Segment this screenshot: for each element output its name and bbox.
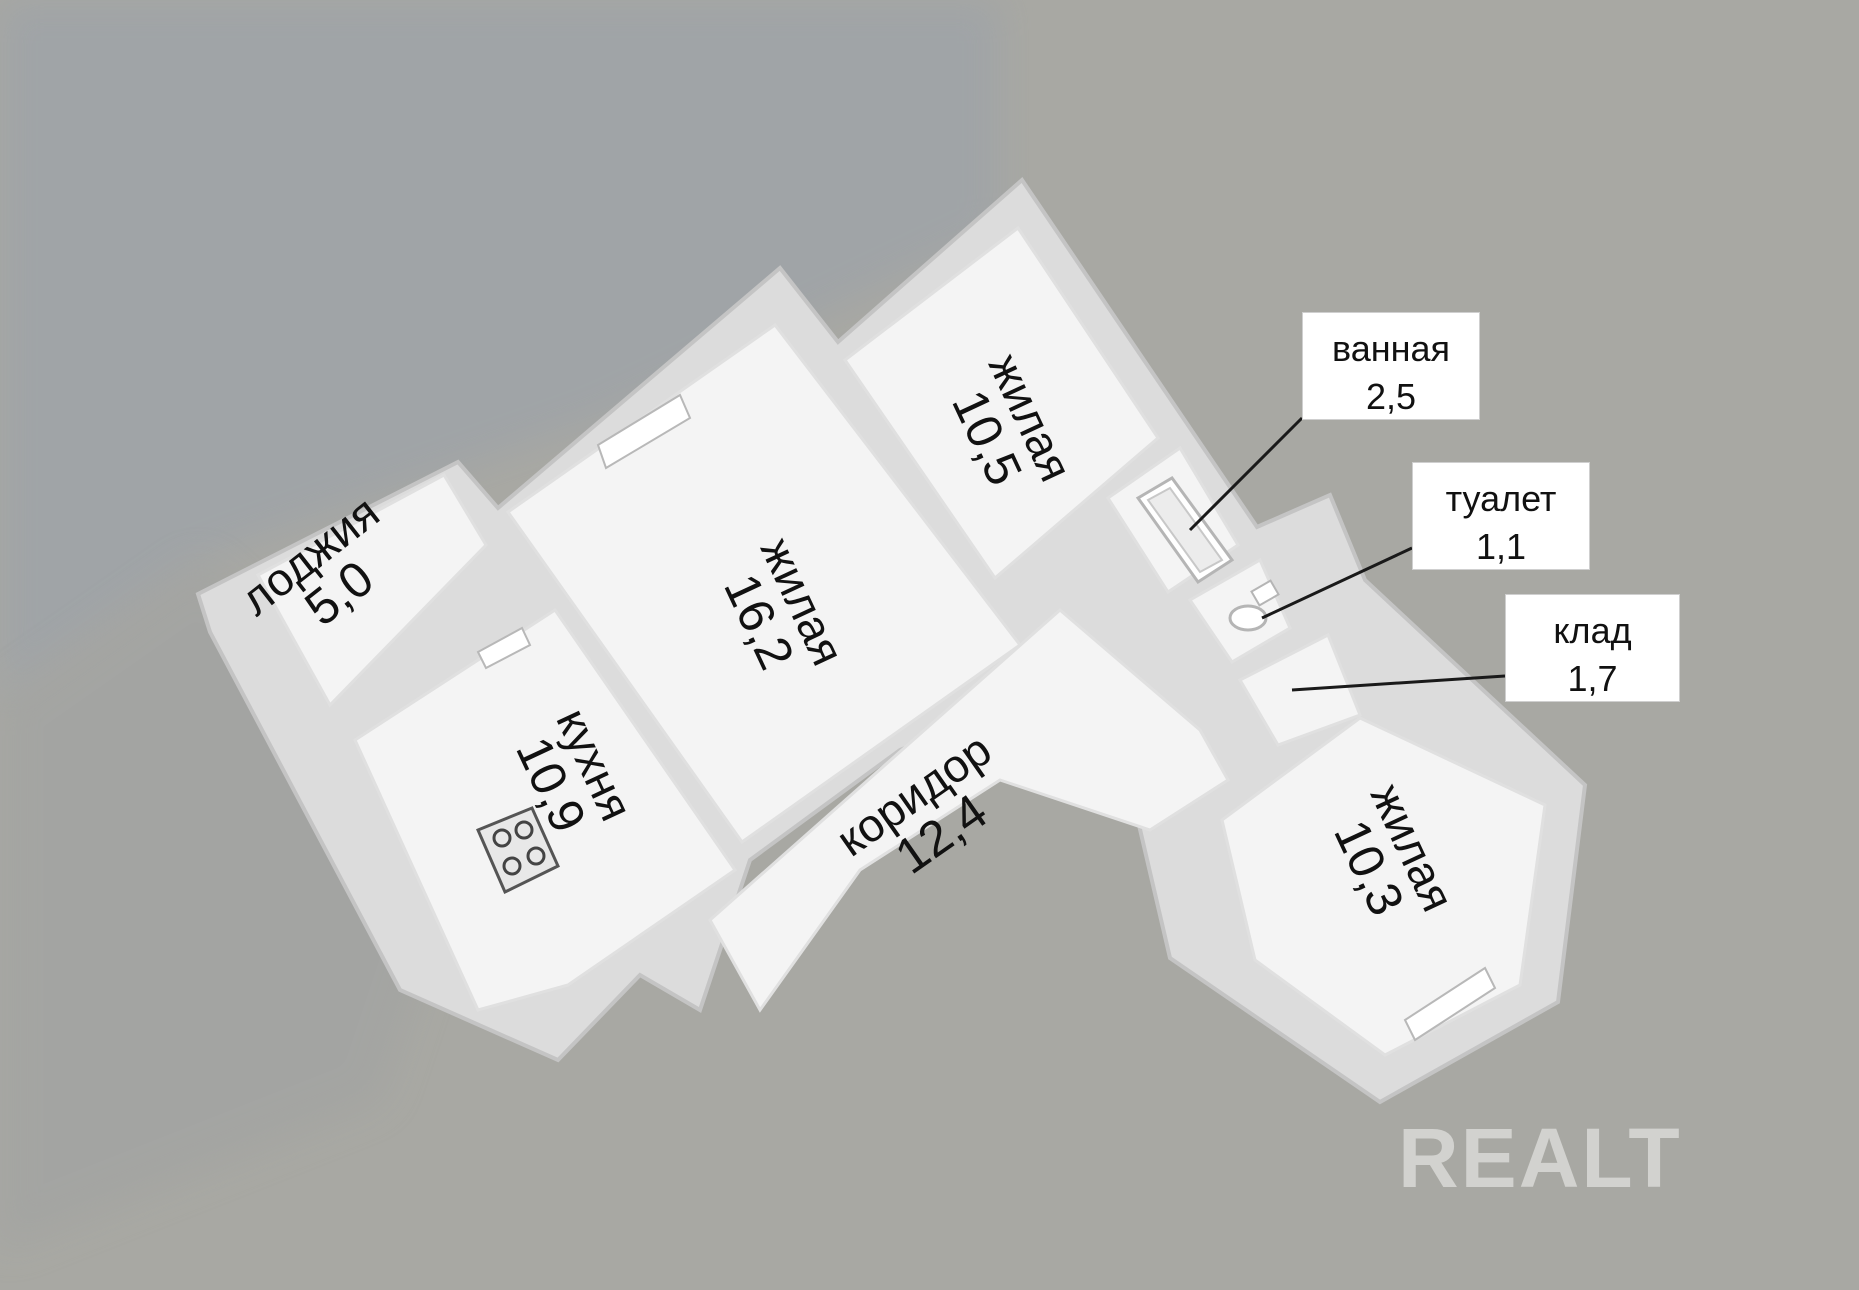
bathtub-icon: [1135, 476, 1235, 585]
stove-icon: [476, 806, 560, 895]
windows: [476, 393, 1497, 1042]
callout-name: туалет: [1445, 478, 1557, 519]
window: [596, 393, 692, 470]
floor-living-10-3: [1220, 716, 1547, 1057]
realt-watermark-logo: REALT: [1398, 1111, 1682, 1205]
floor-living-10-5: [842, 225, 1160, 581]
callout-name: ванная: [1331, 328, 1451, 369]
leader-storage: [1291, 674, 1506, 692]
callout-area: 2,5: [1365, 376, 1417, 417]
callout-area: 1,7: [1567, 658, 1618, 699]
leader-bath: [1188, 416, 1304, 532]
window: [1403, 966, 1497, 1042]
leader-toilet: [1261, 546, 1413, 620]
toilet-icon: [1228, 579, 1280, 632]
callout-lines: [1188, 416, 1506, 692]
room-floors: [255, 225, 1547, 1057]
callout-toilet: туалет 1,1: [1412, 462, 1590, 570]
shadow: [0, 0, 1000, 700]
window: [476, 626, 532, 670]
callout-name: клад: [1553, 610, 1632, 651]
floor-loggia: [255, 473, 488, 708]
callout-bath: ванная 2,5: [1302, 312, 1480, 420]
floor-corridor: [708, 608, 1230, 1013]
callout-area: 1,1: [1475, 526, 1527, 567]
callout-storage: клад 1,7: [1505, 594, 1680, 702]
